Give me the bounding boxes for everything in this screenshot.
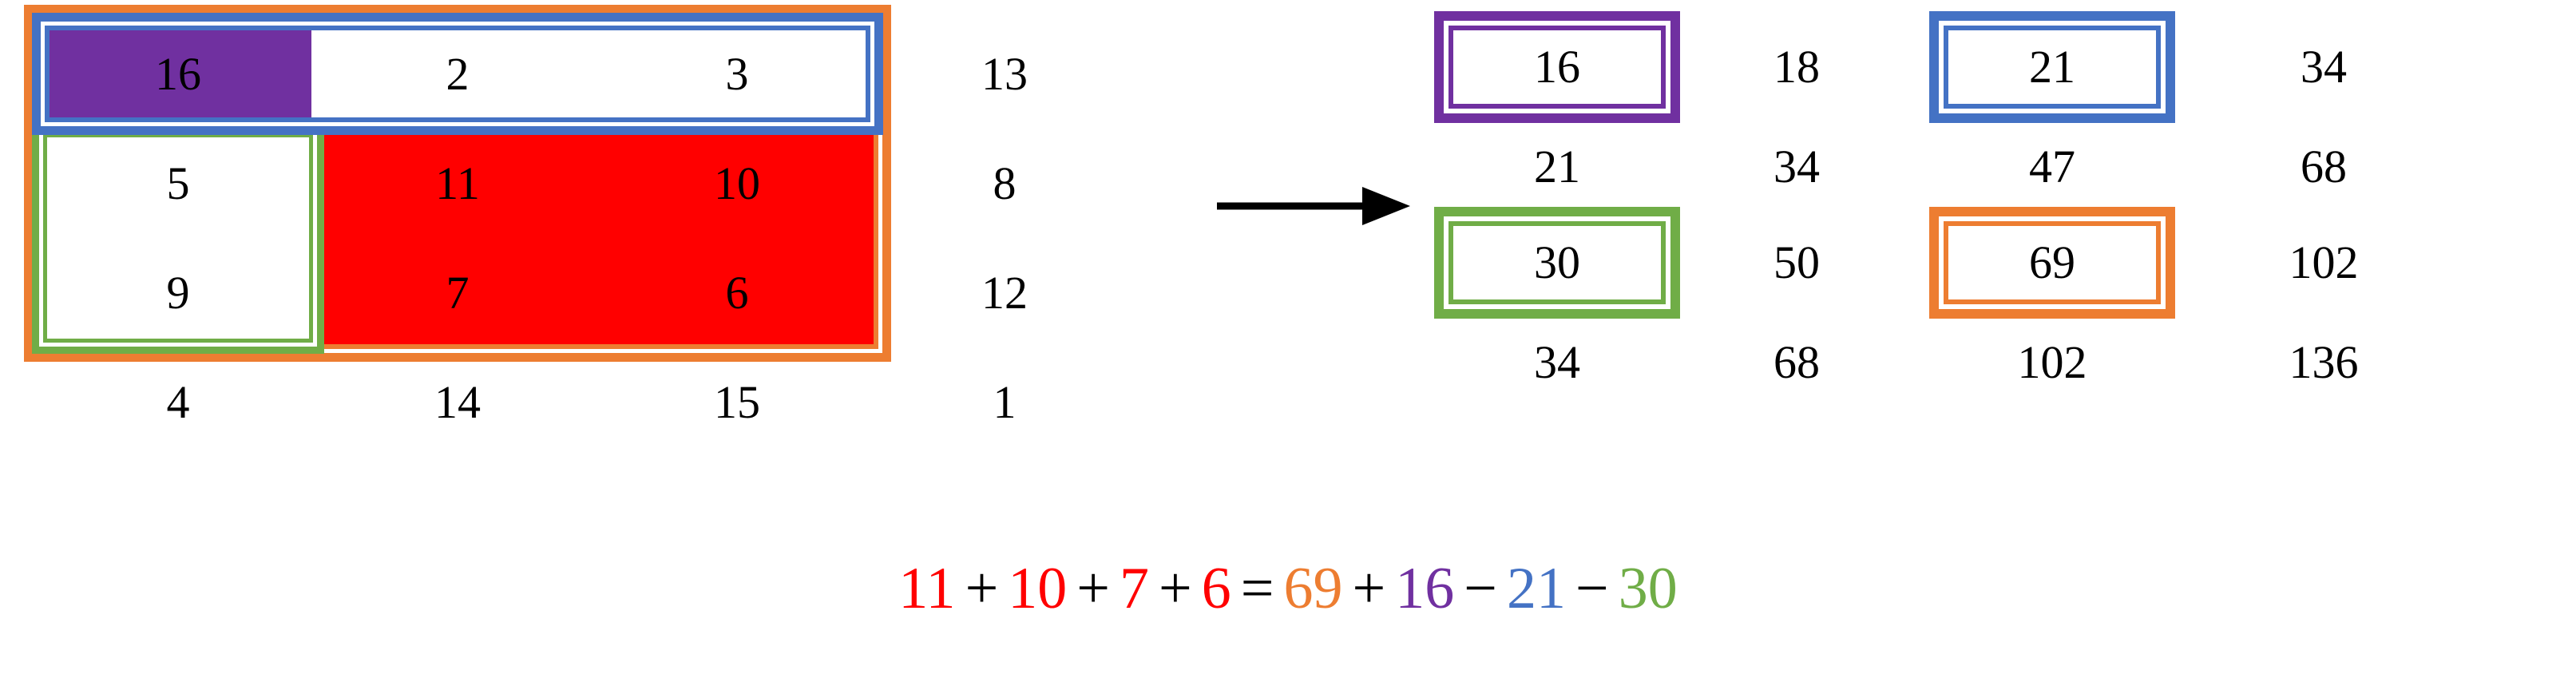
grid-cell-r0-c0: 16 — [155, 47, 201, 100]
purple-cell-fill — [45, 26, 311, 122]
blue-highlight-21-inner — [1944, 26, 2161, 109]
sat-cell-r1-c0: 21 — [1534, 141, 1580, 192]
sat-cell-r3-c3: 136 — [2289, 336, 2359, 388]
grid-cell-r2-c0: 9 — [166, 266, 190, 319]
equation-term-12: 21 — [1506, 556, 1566, 621]
sat-cell-r3-c1: 68 — [1773, 336, 1820, 388]
corner-sum: 1 — [993, 376, 1017, 428]
equation-term-2: 10 — [1008, 556, 1068, 621]
grid-cell-r1-c2: 10 — [714, 157, 760, 209]
equation-operator-5: + — [1159, 556, 1192, 621]
equation-term-8: 69 — [1283, 556, 1343, 621]
grid-cell-r2-c1: 7 — [446, 266, 470, 319]
col-sum-0: 4 — [166, 376, 190, 428]
orange-highlight-69-outer — [1929, 207, 2175, 319]
row-sum-1: 8 — [993, 157, 1017, 209]
orange-highlight-69-inner — [1944, 221, 2161, 304]
purple-highlight-16-outer — [1434, 11, 1680, 123]
equation-term-14: 30 — [1618, 556, 1678, 621]
green-highlight-30-outer — [1434, 207, 1680, 319]
purple-highlight-16-inner — [1449, 26, 1666, 109]
sat-cell-r1-c2: 47 — [2029, 141, 2075, 192]
equation-operator-1: + — [965, 556, 999, 621]
summed-area-table: 16 18 21 34 21 34 47 68 30 50 69 102 34 68 102 136 — [1434, 11, 2555, 386]
sat-cell-r3-c2: 102 — [2017, 336, 2087, 388]
sat-cell-r2-c0: 30 — [1534, 236, 1580, 288]
right-arrow-icon — [1214, 182, 1413, 230]
col-sum-1: 14 — [434, 376, 481, 428]
equation-operator-11: − — [1464, 556, 1497, 621]
green-highlight-30-inner — [1449, 221, 1666, 304]
sat-cell-r3-c0: 34 — [1534, 336, 1580, 388]
blue-highlight-21-outer — [1929, 11, 2175, 123]
row-sum-0: 13 — [981, 47, 1028, 100]
green-highlight-30-gap — [1444, 216, 1670, 309]
equation-operator-7: = — [1240, 556, 1274, 621]
equation-term-4: 7 — [1120, 556, 1150, 621]
equation-term-6: 6 — [1201, 556, 1231, 621]
equation-operator-9: + — [1352, 556, 1386, 621]
sat-cell-r2-c1: 50 — [1773, 236, 1820, 288]
grid-cell-r0-c2: 3 — [725, 47, 749, 100]
sat-cell-r0-c2: 21 — [2029, 41, 2075, 93]
sat-cell-r1-c1: 34 — [1773, 141, 1820, 192]
equation-operator-3: + — [1076, 556, 1111, 621]
red-query-block — [318, 129, 877, 347]
purple-highlight-16-gap — [1444, 21, 1670, 113]
source-grid: 16 2 3 5 11 10 9 7 6 13 8 12 4 14 15 1 — [24, 5, 1028, 426]
sat-cell-r1-c3: 68 — [2301, 141, 2347, 192]
grid-cell-r0-c1: 2 — [446, 47, 470, 100]
sat-cell-r2-c2: 69 — [2029, 236, 2075, 288]
orange-highlight-69-gap — [1939, 216, 2166, 309]
equation-term-10: 16 — [1395, 556, 1455, 621]
sat-cell-r2-c3: 102 — [2289, 236, 2359, 288]
grid-cell-r1-c1: 11 — [435, 157, 480, 209]
blue-highlight-21-gap — [1939, 21, 2166, 113]
equation-operator-13: − — [1575, 556, 1609, 621]
sat-cell-r0-c3: 34 — [2301, 41, 2347, 93]
row-sum-2: 12 — [981, 266, 1028, 319]
sat-cell-r0-c1: 18 — [1773, 41, 1820, 93]
equation: 11+10+7+6=69+16−21−30 — [0, 559, 2576, 618]
grid-cell-r2-c2: 6 — [725, 266, 749, 319]
grid-cell-r1-c0: 5 — [166, 157, 190, 209]
equation-term-0: 11 — [898, 556, 956, 621]
col-sum-2: 15 — [714, 376, 760, 428]
sat-cell-r0-c0: 16 — [1534, 41, 1580, 93]
